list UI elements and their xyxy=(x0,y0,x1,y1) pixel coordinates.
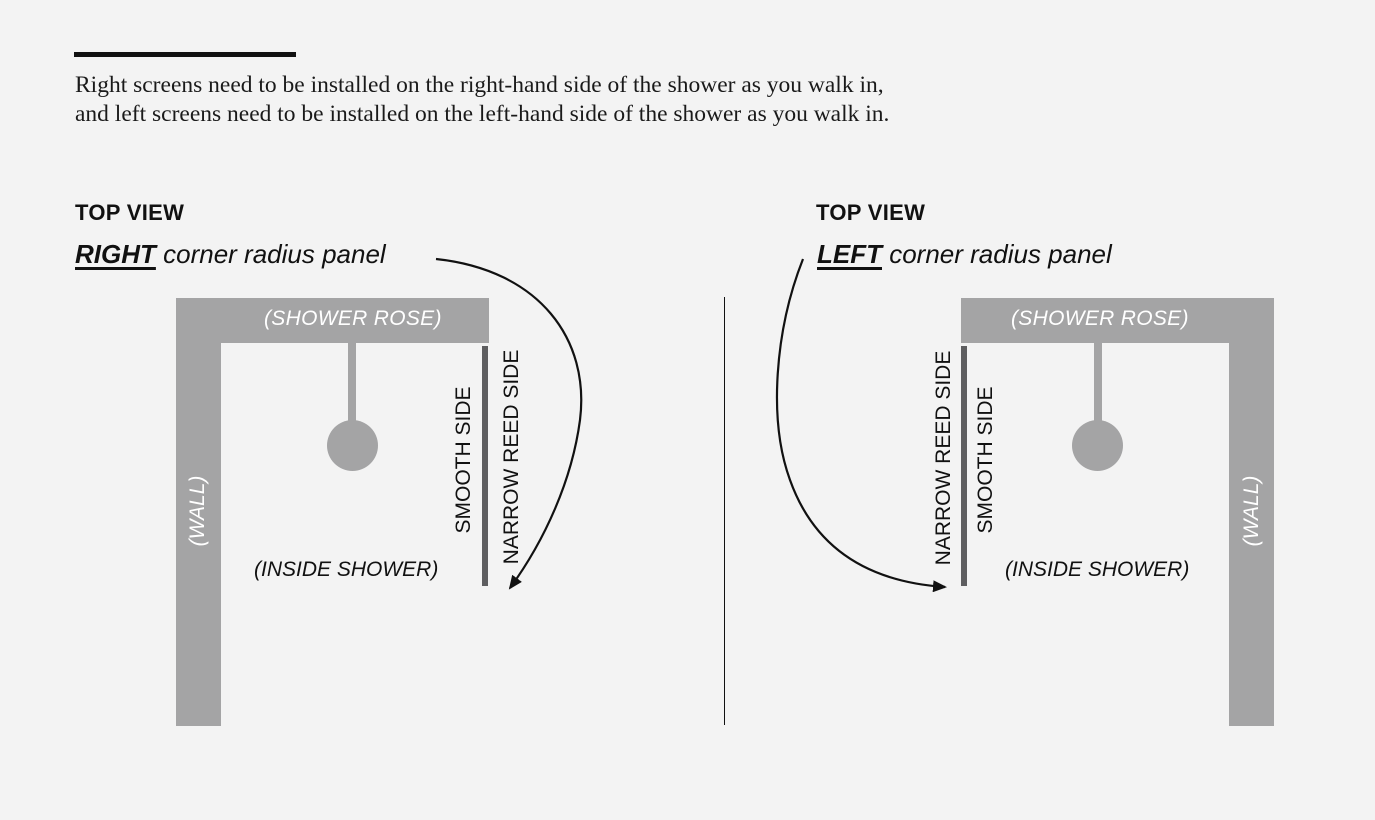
left-shower-head xyxy=(1072,420,1123,471)
left-hand-label: LEFT xyxy=(817,239,882,269)
right-inside-label: (INSIDE SHOWER) xyxy=(254,558,439,581)
right-side-wall xyxy=(176,298,221,726)
left-title-rest: corner radius panel xyxy=(882,239,1112,269)
right-shower-head xyxy=(327,420,378,471)
left-screen-panel xyxy=(961,346,967,586)
right-rose-label: (SHOWER ROSE) xyxy=(264,307,442,330)
right-hand-label: RIGHT xyxy=(75,239,156,269)
left-panel-title: LEFT corner radius panel xyxy=(817,239,1112,270)
intro-line-2: and left screens need to be installed on… xyxy=(75,101,890,127)
left-side-wall xyxy=(1229,298,1274,726)
intro-line-1: Right screens need to be installed on th… xyxy=(75,72,884,98)
right-curve-arrow xyxy=(435,257,583,590)
left-curve-arrow xyxy=(775,258,947,593)
right-view-label: TOP VIEW xyxy=(75,200,185,225)
top-rule xyxy=(74,52,296,57)
right-top-wall xyxy=(176,298,489,343)
left-shower-arm xyxy=(1094,343,1102,423)
left-rose-label: (SHOWER ROSE) xyxy=(1011,307,1189,330)
left-top-wall xyxy=(961,298,1274,343)
intro-text: Right screens need to be installed on th… xyxy=(75,71,1175,129)
center-divider xyxy=(724,297,725,725)
right-screen-panel xyxy=(482,346,488,586)
right-panel-title: RIGHT corner radius panel xyxy=(75,239,386,270)
right-shower-arm xyxy=(348,343,356,423)
left-view-label: TOP VIEW xyxy=(816,200,926,225)
left-inside-label: (INSIDE SHOWER) xyxy=(1005,558,1190,581)
right-title-rest: corner radius panel xyxy=(155,239,386,269)
